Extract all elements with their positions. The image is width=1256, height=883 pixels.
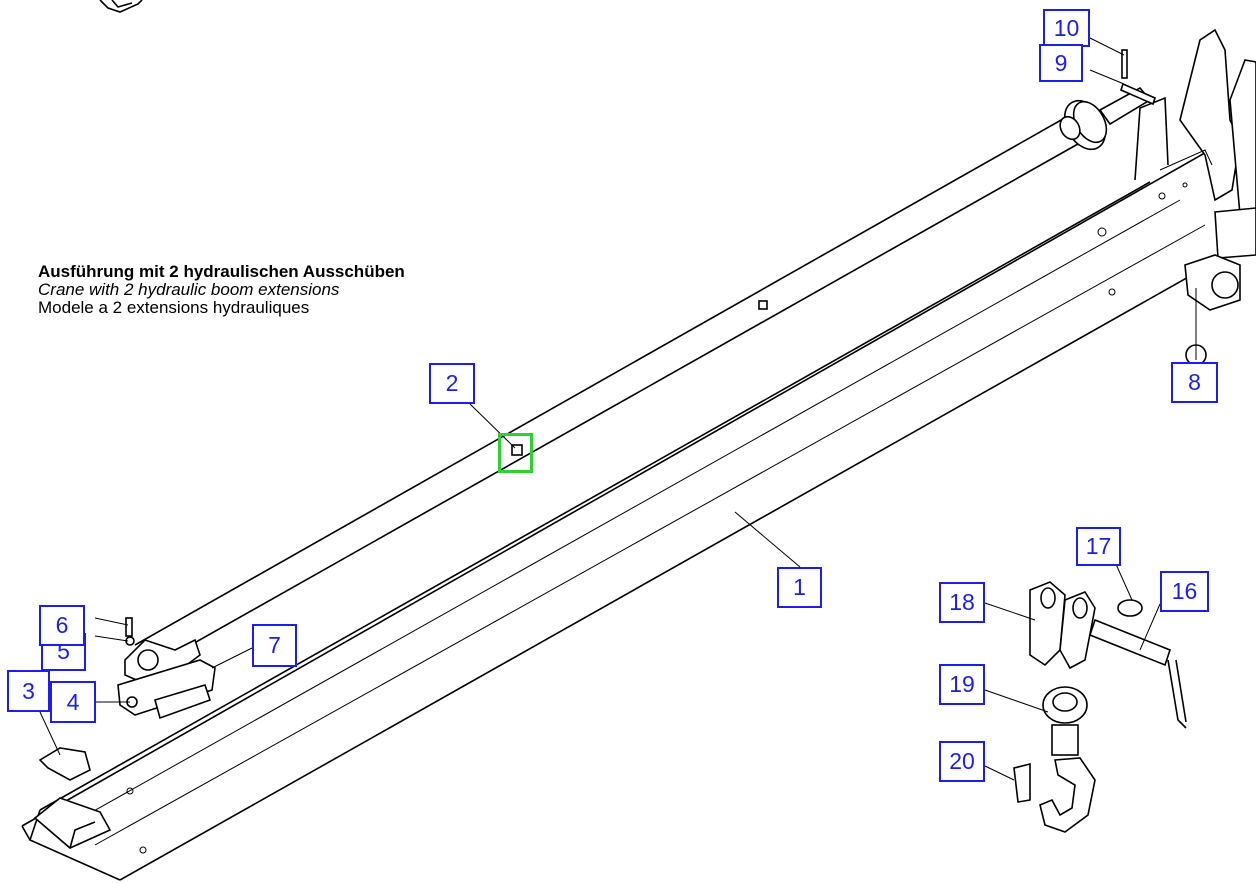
title-german: Ausführung mit 2 hydraulischen Ausschübe… [38,262,405,281]
title-english: Crane with 2 hydraulic boom extensions [38,280,340,299]
callout-9[interactable]: 9 [1039,44,1083,82]
hook [1039,686,1096,833]
callout-16[interactable]: 16 [1160,571,1209,612]
callout-4[interactable]: 4 [50,681,96,723]
partial-part-top-left [99,0,143,13]
callout-1[interactable]: 1 [777,567,822,608]
callout-17[interactable]: 17 [1076,527,1121,566]
callout-6[interactable]: 6 [39,605,85,646]
title-french: Modele a 2 extensions hydrauliques [38,298,310,317]
clip [1013,762,1031,803]
callout-18[interactable]: 18 [939,582,985,623]
assembly-title-block: Ausführung mit 2 hydraulischen Ausschübe… [38,263,405,317]
pin-assembly [1120,49,1156,106]
shackle [1029,581,1096,670]
callout-3[interactable]: 3 [7,670,50,712]
leader-lines [39,37,1197,781]
slide-pad-assembly [38,617,216,781]
bolt-with-ring [1089,599,1187,729]
callout-19[interactable]: 19 [939,664,985,705]
boom-head-bracket [1159,28,1256,366]
callout-20[interactable]: 20 [939,741,985,782]
telescopic-tube [124,86,1152,691]
callout-8[interactable]: 8 [1171,362,1218,403]
callout-2[interactable]: 2 [429,363,475,404]
callout-7[interactable]: 7 [252,624,297,667]
highlight-box-part-2 [498,433,533,473]
main-boom [21,96,1216,881]
callout-10[interactable]: 10 [1043,9,1090,47]
